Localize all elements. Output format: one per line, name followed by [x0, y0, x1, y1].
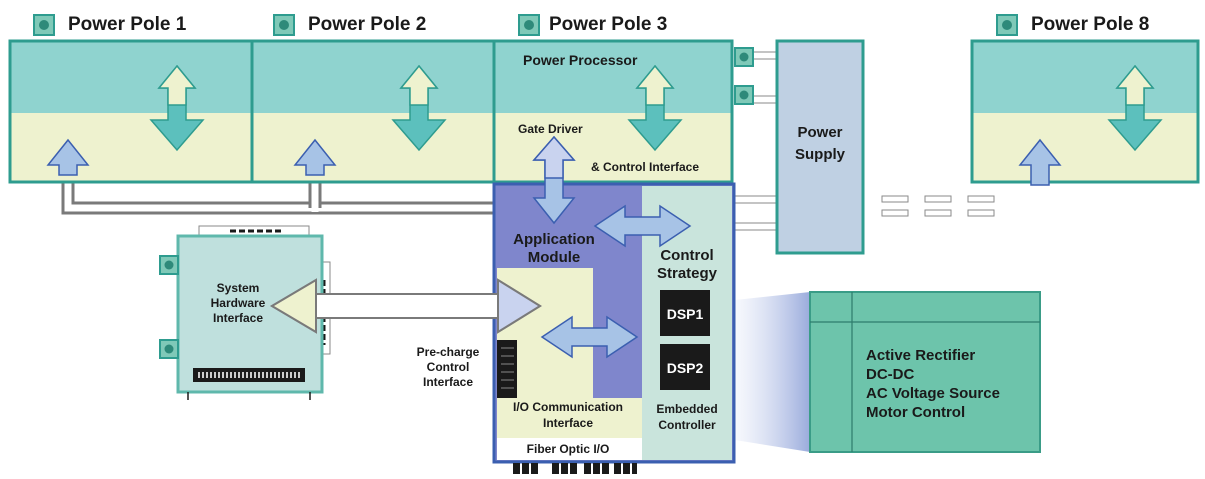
pole-tab-icons [33, 14, 1018, 36]
connector-icon [273, 14, 295, 36]
pole-title-1: Power Pole 1 [68, 14, 187, 35]
precharge-line3: Interface [423, 375, 473, 389]
system-hw-line2: Hardware [211, 296, 266, 310]
application-module-line2: Module [528, 249, 581, 266]
connector-icon [996, 14, 1018, 36]
up-arrow-icon [293, 138, 337, 176]
application-item-3: AC Voltage Source [866, 385, 1000, 402]
power-supply-line2: Supply [795, 146, 846, 163]
double-arrow-icon [391, 64, 447, 152]
power-pole-8 [970, 39, 1200, 184]
application-item-1: Active Rectifier [866, 347, 975, 364]
application-item-4: Motor Control [866, 404, 965, 421]
connector-icon [518, 14, 540, 36]
power-supply-connectors [734, 47, 778, 231]
control-strategy-line1: Control [660, 247, 713, 264]
io-comm-line2: Interface [543, 416, 593, 430]
dsp1-chip: DSP1 [660, 290, 710, 336]
connector-icon [159, 339, 179, 359]
power-pole-2 [250, 39, 496, 184]
dsp2-label: DSP2 [667, 360, 704, 376]
power-supply: Power Supply [775, 39, 865, 255]
horizontal-double-arrow-icon [593, 204, 692, 248]
system-hw-line3: Interface [213, 311, 263, 325]
pole-title-2: Power Pole 2 [308, 14, 426, 35]
dsp1-label: DSP1 [667, 306, 704, 322]
embedded-controller-line1: Embedded [656, 402, 717, 416]
vertical-double-arrow-icon [532, 135, 576, 225]
precharge-line1: Pre-charge [417, 345, 480, 359]
precharge-connector-icon [497, 340, 517, 398]
system-hw-line1: System [217, 281, 260, 295]
control-interface-label: & Control Interface [591, 160, 699, 174]
continuation-dashes [881, 195, 995, 217]
application-module-line1: Application [513, 231, 595, 248]
horizontal-double-arrow-icon [540, 315, 639, 359]
embedded-controller-line2: Controller [658, 418, 716, 432]
connector-icon [33, 14, 55, 36]
double-arrow-icon [627, 64, 683, 152]
up-arrow-icon [46, 138, 90, 176]
control-strategy-line2: Strategy [657, 265, 718, 282]
power-pole-1 [8, 39, 254, 184]
up-arrow-icon [1018, 138, 1062, 186]
fiber-optic-label: Fiber Optic I/O [527, 442, 610, 456]
pole-title-3: Power Pole 3 [549, 14, 667, 35]
projection-beam [735, 292, 810, 452]
double-arrow-icon [149, 64, 205, 152]
application-item-2: DC-DC [866, 366, 914, 383]
pole-title-8: Power Pole 8 [1031, 14, 1149, 35]
connector-icon [159, 255, 179, 275]
precharge-line2: Control [427, 360, 470, 374]
applications-panel: Active Rectifier DC-DC AC Voltage Source… [809, 291, 1041, 453]
io-comm-line1: I/O Communication [513, 400, 623, 414]
horizontal-double-arrow-icon [270, 278, 542, 334]
fiber-connector-icons [513, 463, 637, 474]
double-arrow-icon [1107, 64, 1163, 152]
power-processor-title: Power Processor [523, 52, 638, 68]
connector-icon [734, 47, 754, 67]
gate-driver-label: Gate Driver [518, 122, 583, 136]
power-supply-line1: Power [797, 124, 842, 141]
dsp2-chip: DSP2 [660, 344, 710, 390]
power-pole-3 [492, 39, 734, 184]
connector-icon [734, 85, 754, 105]
